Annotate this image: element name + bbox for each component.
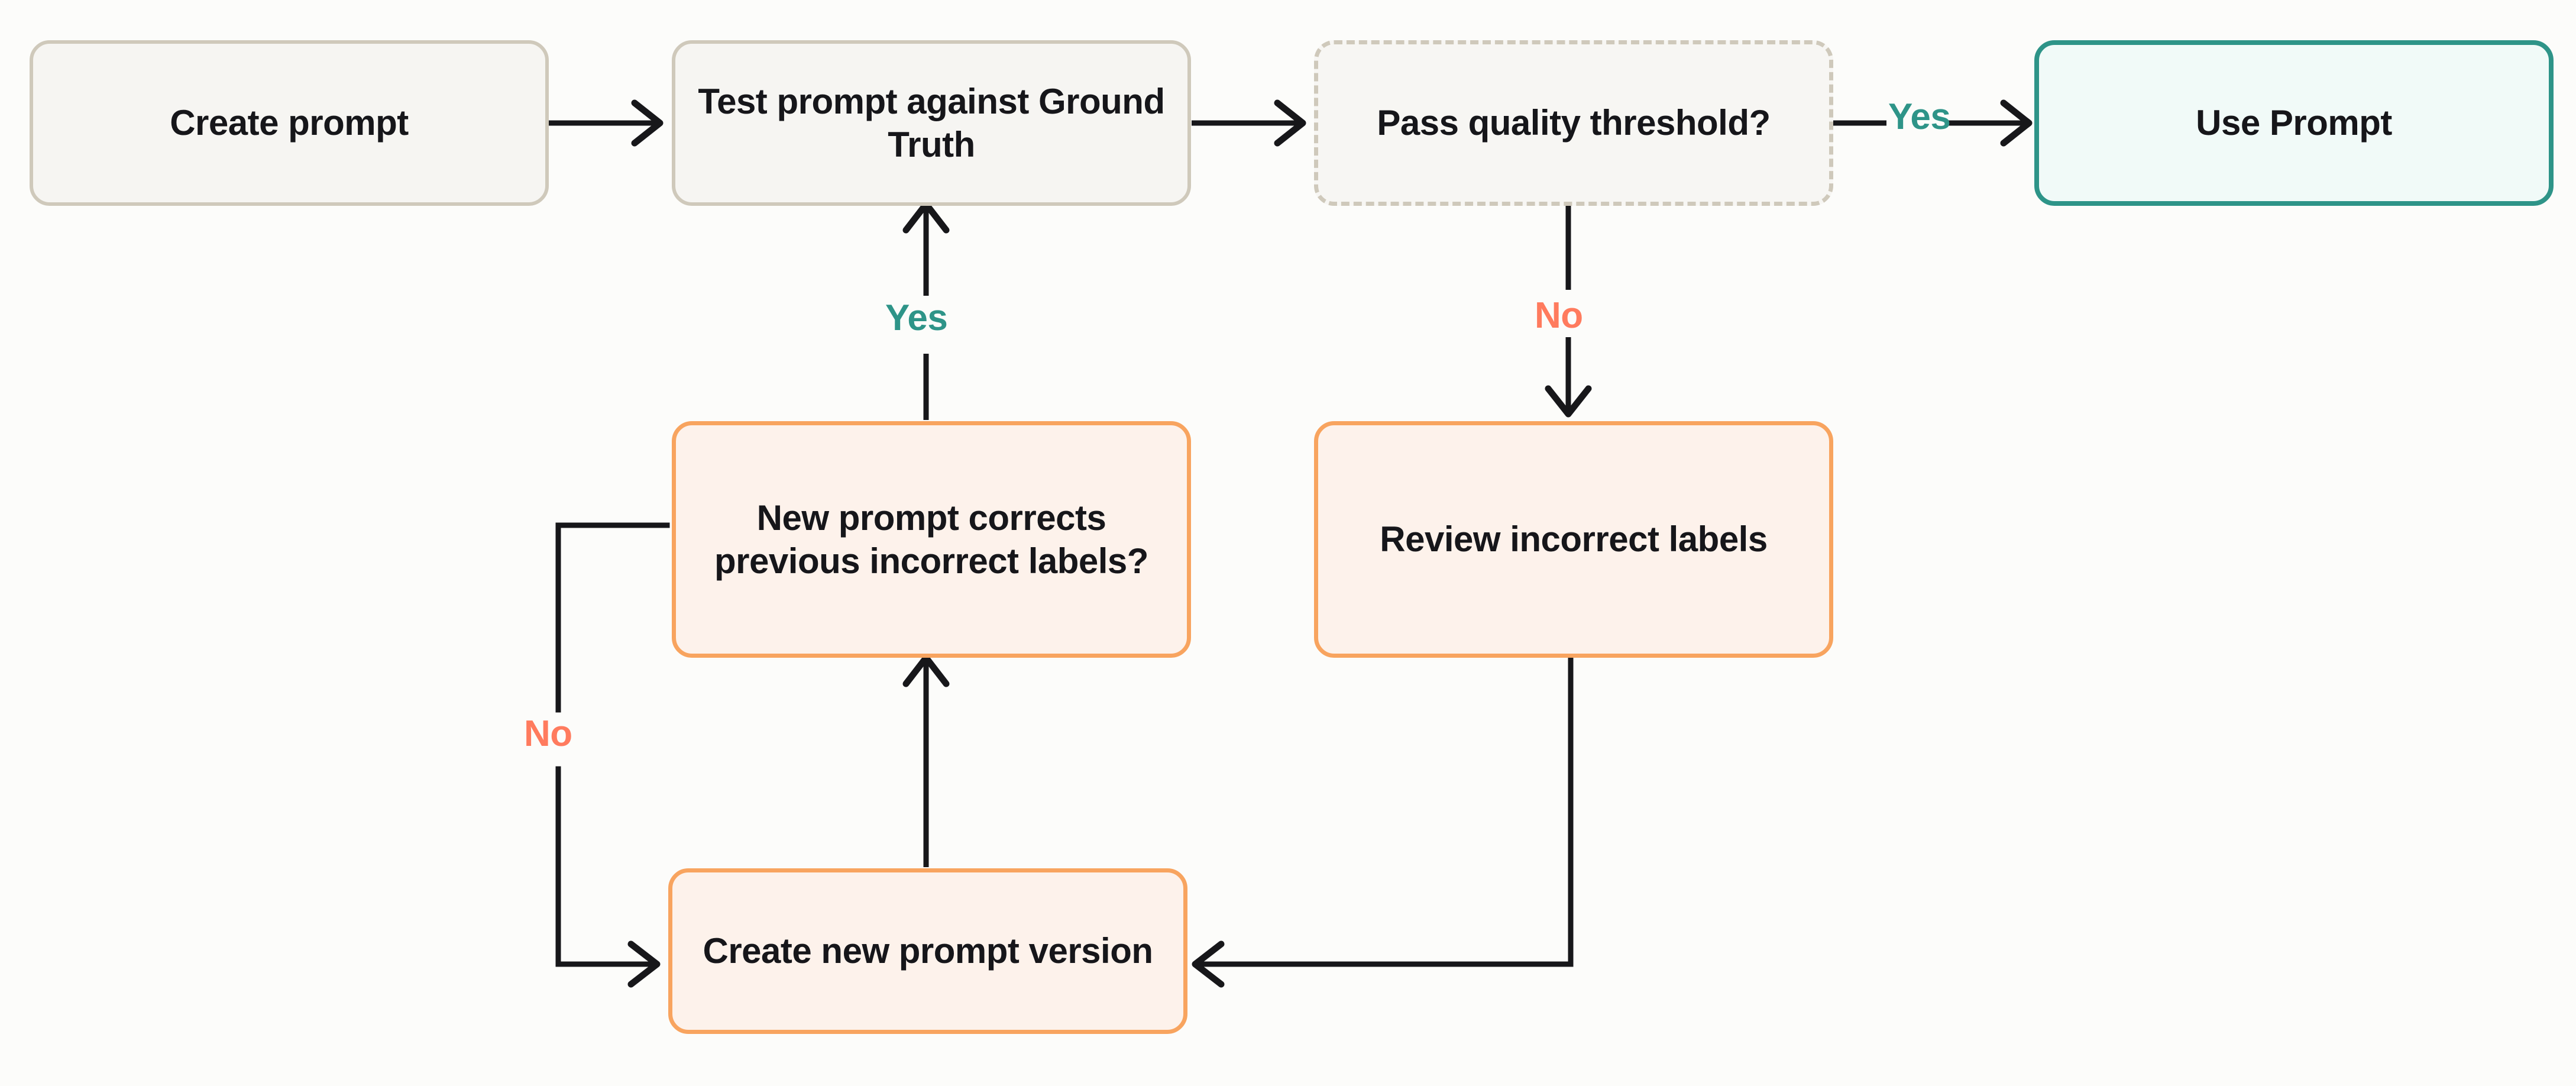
node-create-version-label: Create new prompt version [703, 931, 1153, 971]
node-pass-threshold[interactable]: Pass quality threshold? [1314, 40, 1833, 206]
edge-label-yes-use-prompt: Yes [1888, 96, 1951, 137]
node-create-version[interactable]: Create new prompt version [668, 868, 1187, 1034]
node-review-labels[interactable]: Review incorrect labels [1314, 421, 1833, 658]
edge-label-no-review-labels: No [1535, 295, 1583, 336]
edge-create-prompt-to-test-prompt [549, 99, 664, 147]
edge-label-no-create-version: No [524, 713, 572, 754]
node-create-prompt[interactable]: Create prompt [30, 40, 549, 206]
node-create-prompt-label: Create prompt [170, 103, 409, 143]
node-new-prompt-check-label: New prompt corrects previous incorrect l… [714, 497, 1148, 581]
edge-test-prompt-to-pass-threshold [1192, 99, 1306, 147]
edge-label-yes-test-prompt: Yes [885, 298, 948, 338]
node-use-prompt-label: Use Prompt [2196, 103, 2392, 143]
node-test-prompt[interactable]: Test prompt against Ground Truth [672, 40, 1191, 206]
node-use-prompt[interactable]: Use Prompt [2034, 40, 2554, 206]
node-new-prompt-check[interactable]: New prompt corrects previous incorrect l… [672, 421, 1191, 658]
node-review-labels-label: Review incorrect labels [1380, 519, 1768, 560]
edge-create-version-to-new-prompt-check [902, 654, 950, 867]
node-test-prompt-label: Test prompt against Ground Truth [698, 81, 1165, 164]
node-pass-threshold-label: Pass quality threshold? [1377, 103, 1771, 143]
edge-review-labels-to-create-version [1192, 650, 1574, 988]
edge-new-prompt-check-to-create-version [555, 522, 670, 988]
